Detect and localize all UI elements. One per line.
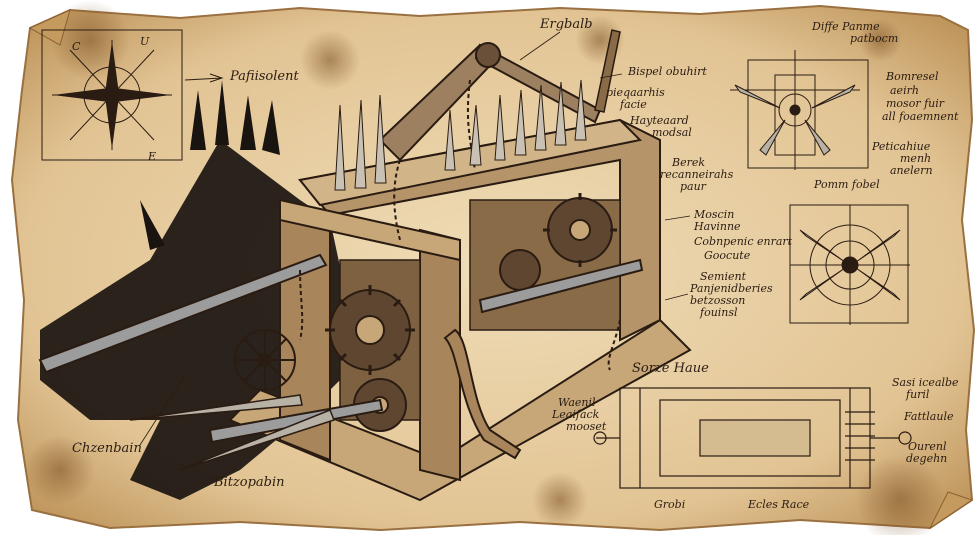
annotation-center-7: recanneirahs bbox=[660, 168, 734, 181]
annotation-right-9: anelern bbox=[890, 164, 933, 177]
annotation-center-2: pieqaarhis bbox=[606, 86, 665, 99]
annotation-right-5: mosor fuir bbox=[886, 97, 945, 110]
annotation-bottom-center-1: Waenil bbox=[558, 396, 596, 409]
stain bbox=[855, 455, 945, 535]
schematic-top-right bbox=[730, 50, 869, 170]
annotation-center-5: modsal bbox=[652, 126, 692, 139]
compass-label-e: E bbox=[147, 150, 156, 163]
annotation-right-1: Diffe Panme bbox=[811, 20, 880, 33]
annotation-right-7: Peticahiue bbox=[871, 140, 931, 153]
annotation-center-13: Semient bbox=[700, 270, 747, 283]
shadow-spikes bbox=[140, 80, 280, 250]
curl-bottom-right bbox=[928, 491, 974, 530]
annotation-right-13: Fattlaule bbox=[903, 410, 954, 423]
annotation-center-15: betzosson bbox=[690, 294, 745, 307]
annotation-right-12: furil bbox=[905, 388, 930, 401]
annotation-bottom-left-2: Bitzopabin bbox=[213, 475, 285, 490]
machine-main bbox=[38, 29, 692, 502]
annotation-right-2: patbocm bbox=[850, 32, 898, 45]
schematic-bottom-right bbox=[593, 387, 912, 489]
annotation-bottom-center-2: Leaifack bbox=[551, 408, 600, 421]
compass-label-c: C bbox=[72, 40, 81, 53]
annotation-bottom-center-5: Ecles Race bbox=[747, 498, 810, 511]
schematic-middle-right bbox=[789, 204, 910, 325]
annotation-right-3: Bomresel bbox=[885, 70, 939, 83]
annotation-right-8: menh bbox=[900, 152, 931, 165]
annotation-center-9: Moscin bbox=[693, 208, 734, 221]
stain bbox=[300, 30, 360, 90]
annotation-center-1: Bispel obuhirt bbox=[627, 65, 707, 78]
annotation-right-15: degehn bbox=[906, 452, 947, 465]
handwheel bbox=[234, 329, 296, 391]
annotation-top-left: Pafiisolent bbox=[229, 69, 299, 84]
compass-label-u: U bbox=[140, 35, 150, 48]
annotation-center-6: Berek bbox=[671, 156, 705, 169]
annotation-center-14: Panjenidberies bbox=[689, 282, 773, 295]
compass-rose-sketch bbox=[41, 29, 224, 161]
annotation-right-4: aeirh bbox=[890, 84, 919, 97]
annotation-bottom-center-3: mooset bbox=[566, 420, 607, 433]
annotation-top-center: Ergbalb bbox=[539, 17, 593, 32]
curl-top-left bbox=[28, 9, 71, 46]
annotation-center-12: Goocute bbox=[704, 249, 751, 262]
annotation-right-11: Sasi icealbe bbox=[892, 376, 959, 389]
annotation-bottom-center-4: Grobi bbox=[654, 498, 685, 511]
stain bbox=[25, 435, 95, 505]
annotation-center-16: fouinsl bbox=[699, 306, 738, 319]
annotation-bottom-left-1: Chzenbain bbox=[72, 441, 142, 456]
annotation-right-10: Pomm fobel bbox=[813, 178, 880, 191]
annotation-center-10: Havinne bbox=[693, 220, 741, 233]
annotation-right-6: all foaemnent bbox=[882, 110, 959, 123]
annotation-center-11: Cobnpenic enrart bbox=[694, 235, 793, 248]
stain bbox=[532, 472, 588, 528]
annotation-center-8: paur bbox=[680, 180, 707, 193]
annotation-center-4: Hayteaard bbox=[629, 114, 689, 127]
annotation-center-3: facie bbox=[619, 98, 647, 111]
annotation-bottom-center-title: Sorze Haue bbox=[632, 361, 709, 376]
stain bbox=[858, 18, 902, 62]
annotation-right-14: Ourenl bbox=[908, 440, 947, 453]
